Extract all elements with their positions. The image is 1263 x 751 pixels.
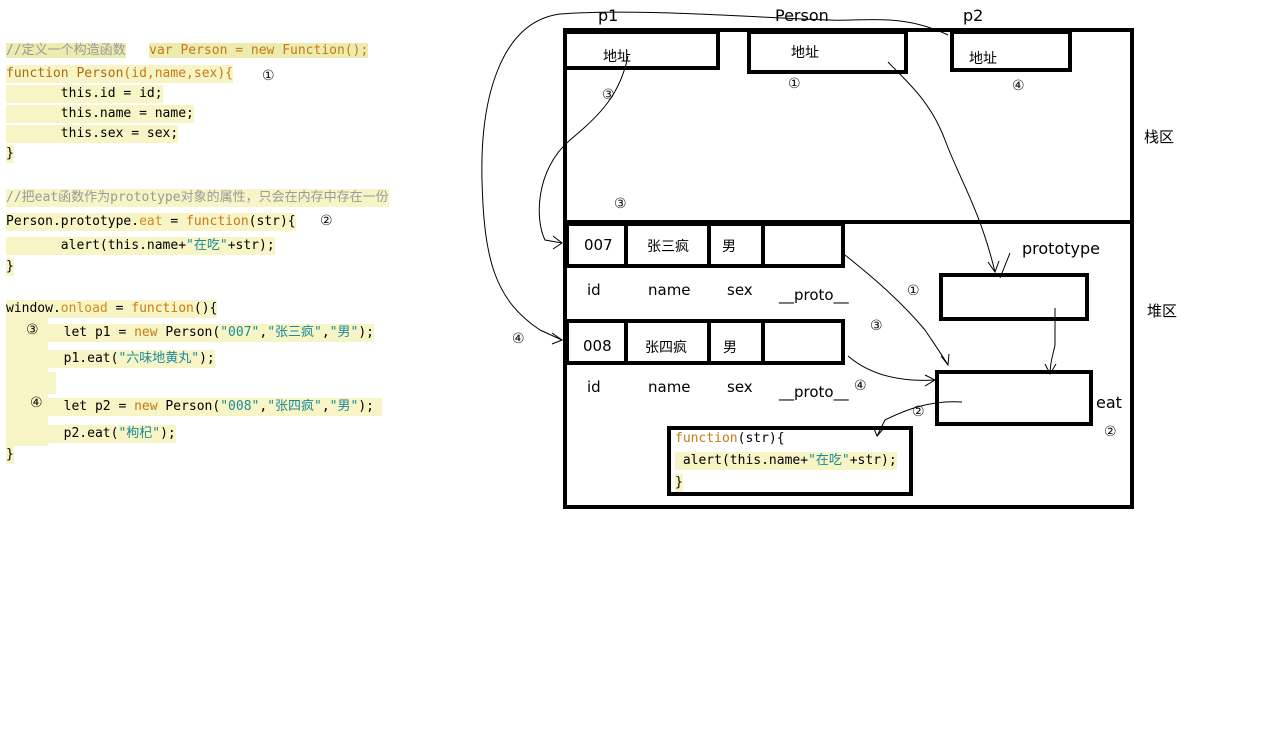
code-block-gutter-highlight <box>6 318 48 446</box>
code-line-10: } <box>6 258 14 276</box>
field-label-sex: sex <box>727 378 753 396</box>
code-line-5: this.sex = sex; <box>6 125 179 143</box>
marker-1-stack: ① <box>788 76 801 92</box>
field-label-sex: sex <box>727 281 753 299</box>
arrow-head <box>552 235 563 250</box>
object-p2-sex: 男 <box>723 340 737 356</box>
object-p2 <box>565 319 845 365</box>
cell-divider <box>624 224 628 268</box>
marker-3-code: ③ <box>26 322 39 338</box>
prototype-label: prototype <box>1022 239 1100 258</box>
field-label-name: name <box>648 281 691 299</box>
code-line-13: p1.eat("六味地黄丸"); <box>48 350 215 368</box>
field-label-id: id <box>587 378 601 396</box>
field-label-id: id <box>587 281 601 299</box>
stack-area-label: 栈区 <box>1144 128 1175 146</box>
code-line-6: } <box>6 145 14 163</box>
eat-label: eat <box>1096 393 1122 412</box>
function-code-line-1: function(str){ <box>675 431 785 446</box>
object-p1-name: 张三疯 <box>647 239 689 255</box>
code-line-7: //把eat函数作为prototype对象的属性，只会在内存中存在一份 <box>6 189 389 207</box>
marker-1-code: ① <box>262 68 275 84</box>
marker-4-proto: ④ <box>854 378 867 394</box>
code-line-3: this.id = id; <box>6 85 163 103</box>
addr-label: 地址 <box>603 49 631 65</box>
var-label-p2: p2 <box>963 6 984 25</box>
eat-slot <box>935 370 1093 426</box>
arrow-proto1 <box>844 254 949 366</box>
stack-slot-person: 地址 <box>747 30 908 74</box>
code-line-8: Person.prototype.eat = function(str){ <box>6 213 296 231</box>
arrow-head <box>872 425 885 437</box>
code-line-1: //定义一个构造函数 var Person = new Function(); <box>6 42 369 60</box>
stack-slot-p1: 地址 <box>563 30 720 70</box>
object-p2-id: 008 <box>583 337 612 355</box>
code-line-11: window.onload = function(){ <box>6 300 218 318</box>
arrow-eat-to-function <box>876 401 963 437</box>
arrow-head <box>940 353 950 367</box>
marker-2-code: ② <box>320 213 333 229</box>
arrow-head <box>551 332 564 345</box>
code-line-15: p2.eat("枸杞"); <box>48 425 176 443</box>
arrow-proto2 <box>847 355 936 381</box>
arrow-p1-to-object <box>538 55 629 244</box>
prototype-object <box>939 273 1089 321</box>
marker-1-prototype: ① <box>907 283 920 299</box>
heap-area-label: 堆区 <box>1147 302 1178 320</box>
arrow-head <box>1044 363 1057 376</box>
code-line-16: } <box>6 446 14 464</box>
arrow-prototype-to-eat <box>1049 308 1056 375</box>
code-line-2: function Person(id,name,sex){ <box>6 65 233 83</box>
function-code-line-2: alert(this.name+"在吃"+str); <box>675 452 897 470</box>
addr-label: 地址 <box>969 51 997 67</box>
marker-4-code: ④ <box>30 395 43 411</box>
cell-divider <box>761 224 765 268</box>
code-var-person: var Person = new Function(); <box>149 43 369 58</box>
marker-3-heap: ③ <box>614 196 627 212</box>
arrow-prototype-label <box>999 252 1011 279</box>
marker-4-heap: ④ <box>512 331 525 347</box>
stack-slot-p2: 地址 <box>950 30 1072 72</box>
stack-heap-divider <box>563 220 1134 224</box>
arrow-p2-to-object <box>481 11 949 341</box>
code-line-9: alert(this.name+"在吃"+str); <box>6 237 275 255</box>
field-label-proto: __proto__ <box>779 383 849 401</box>
marker-4-stack: ④ <box>1012 78 1025 94</box>
cell-divider <box>624 321 628 365</box>
code-comment: //定义一个构造函数 <box>6 43 126 58</box>
cell-divider <box>707 224 711 268</box>
field-label-proto: __proto__ <box>779 286 849 304</box>
code-line-4: this.name = name; <box>6 105 194 123</box>
object-p1-sex: 男 <box>722 239 736 255</box>
marker-3-stack: ③ <box>602 87 615 103</box>
code-line-12: let p1 = new Person("007","张三疯","男"); <box>48 324 374 342</box>
function-object <box>667 426 913 496</box>
field-label-name: name <box>648 378 691 396</box>
arrow-head <box>924 374 937 387</box>
marker-3-proto: ③ <box>870 318 883 334</box>
object-p1-id: 007 <box>584 236 613 254</box>
arrow-head <box>987 260 1000 274</box>
var-label-person: Person <box>775 6 829 25</box>
object-p1 <box>565 222 845 268</box>
var-label-p1: p1 <box>598 6 619 25</box>
function-code-line-3: } <box>675 474 683 492</box>
cell-divider <box>761 321 765 365</box>
cell-divider <box>707 321 711 365</box>
object-p2-name: 张四疯 <box>645 340 687 356</box>
arrow-person-to-prototype <box>887 61 996 273</box>
code-line-14: let p2 = new Person("008","张四疯","男"); <box>48 398 382 416</box>
marker-2-func: ② <box>1104 424 1117 440</box>
addr-label: 地址 <box>791 45 819 61</box>
